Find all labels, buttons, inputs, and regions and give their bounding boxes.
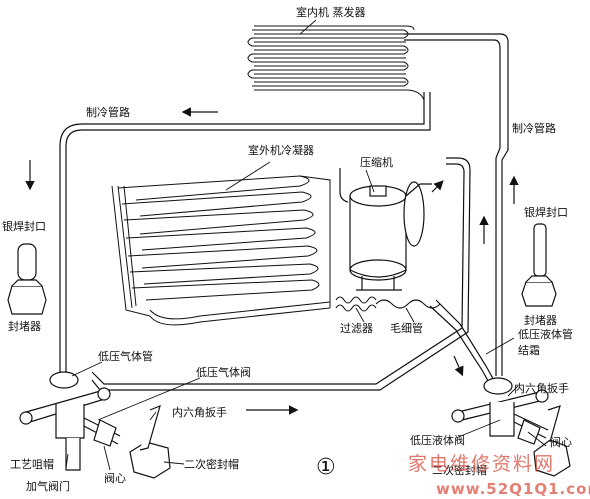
flow-arrows [25,107,519,415]
left-low-pressure-gas-valve [19,371,171,479]
label-low-pressure-gas-pipe: 低压气体管 [98,349,153,363]
label-hex-wrench-left: 内六角扳手 [172,405,227,419]
label-sealer-left: 封堵器 [8,319,41,333]
label-charging-valve-port: 加气阀门 [26,479,70,493]
label-refrigerant-pipe-left: 制冷管路 [86,105,130,119]
label-capillary: 毛细管 [390,321,423,335]
label-secondary-seal-cap-left: 二次密封帽 [184,457,239,471]
right-low-pressure-liquid-valve [451,377,571,477]
label-sealer-right: 封堵器 [524,313,557,327]
label-compressor: 压缩机 [360,155,393,169]
leader-lines [65,19,547,471]
watermark-site-name: 家电维修资料网 [408,453,555,475]
label-low-pressure-gas-valve: 低压气体阀 [196,365,251,379]
outdoor-condenser-coil [111,175,331,326]
label-silver-solder-left: 银焊封口 [2,219,46,233]
label-process-nut-cap: 工艺咀帽 [10,458,54,471]
label-indoor-evaporator: 室内机 蒸发器 [296,5,366,19]
filter-and-capillary [335,296,441,312]
label-low-pressure-liquid-pipe-frost: 结霜 [518,344,540,357]
label-secondary-seal-cap-right: 二次密封帽 [432,463,487,477]
watermark-site-url: www.52Q1Q1.com [436,480,590,498]
label-hex-wrench-right: 内六角扳手 [514,381,569,395]
label-low-pressure-liquid-pipe-1: 低压液体管 [518,327,573,341]
refrigerant-piping [59,33,509,391]
label-filter: 过滤器 [340,322,373,335]
label-low-pressure-liquid-valve: 低压液体阀 [410,433,465,447]
right-sealer-plug [521,223,557,307]
figure-number: ① [316,455,336,480]
label-refrigerant-pipe-right: 制冷管路 [512,121,556,135]
left-sealer-plug [7,243,47,315]
label-valve-core-right: 阀心 [550,435,572,449]
compressor [339,168,432,291]
indoor-evaporator-coil [247,25,425,101]
label-silver-solder-right: 银焊封口 [524,205,568,219]
label-valve-core-left: 阀心 [104,471,126,485]
label-outdoor-condenser: 室外机冷凝器 [248,143,314,157]
